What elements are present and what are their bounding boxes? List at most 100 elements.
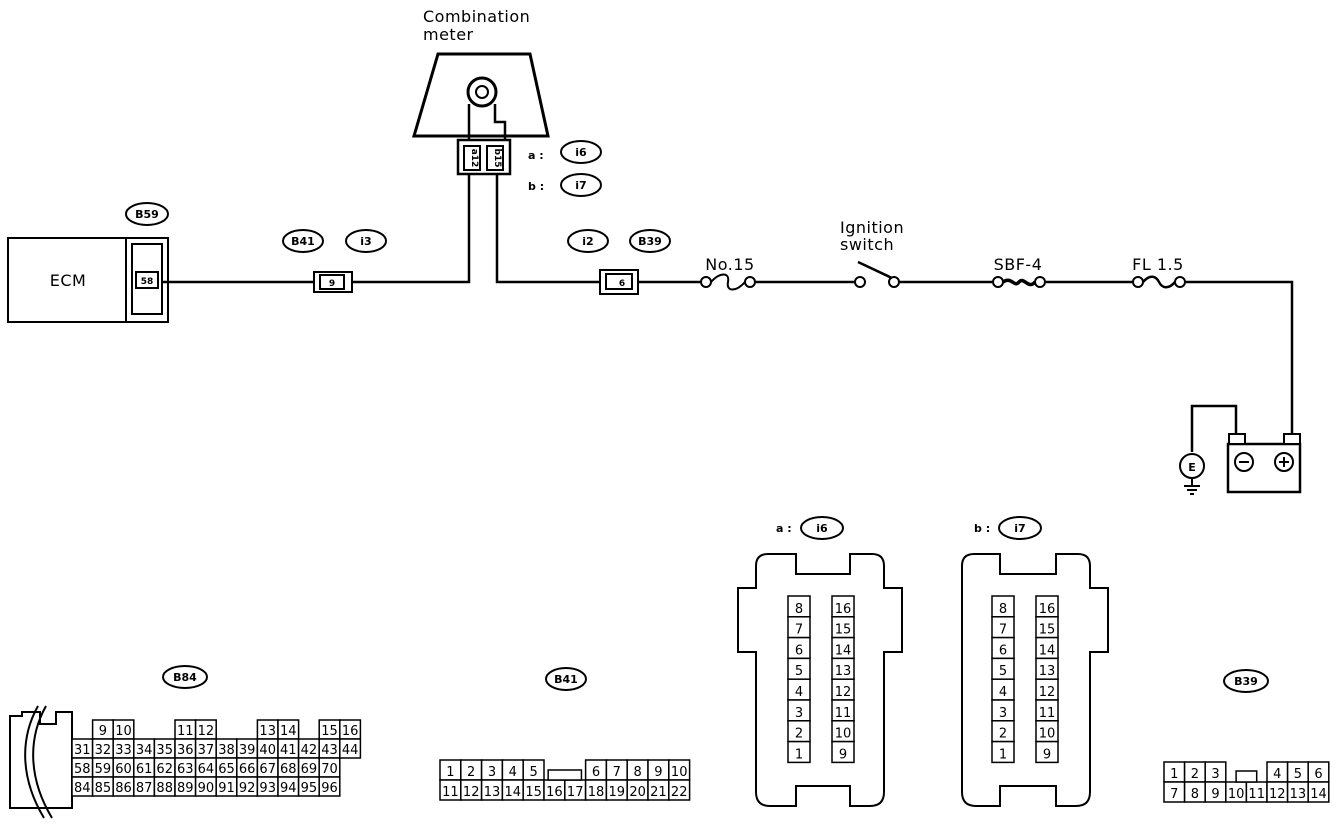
fuse-sbf4: SBF-4 [992,255,1046,288]
b84-pin-label: 65 [218,762,235,777]
i7-pin-label: 14 [1039,643,1056,658]
i6-pin-label: 10 [835,727,852,742]
i7-pin-label: 10 [1039,727,1056,742]
b39-pin-label: 11 [1248,787,1265,802]
b41-pin-label: 22 [671,785,688,800]
i6-pin-label: 11 [835,706,852,721]
junction-i2-b39: 6 i2 B39 [567,229,671,295]
b84-pin-label: 33 [115,743,132,758]
b41-pin-label: 9 [654,765,662,780]
i6-pin-label: 3 [795,706,803,721]
b84-pin-label: 43 [321,743,338,758]
b84-pin-label: 64 [198,762,215,777]
i7-pin-label: 15 [1039,623,1056,638]
i7-pin-label: 11 [1039,706,1056,721]
b39-pin-label: 9 [1211,787,1219,802]
b39-pin-label: 14 [1310,787,1327,802]
b84-pin-label: 35 [156,743,173,758]
meter-connector-b-tag: i7 [575,179,586,192]
battery [1226,433,1302,494]
b84-pin-label: 63 [177,762,194,777]
ground-label: E [1188,461,1196,474]
connector-face-i7-tag: i7 [1014,522,1025,535]
b39-pin-label: 2 [1191,767,1199,782]
b84-pin-label: 58 [74,762,91,777]
b41-pin-label: 1 [446,765,454,780]
b84-pin-label: 87 [136,781,153,796]
i7-pin-label: 2 [999,727,1007,742]
meter-pin-b15: b15 [492,149,502,168]
b84-pin-label: 66 [239,762,256,777]
b41-key [547,769,583,781]
meter-connector-b-letter: b : [528,180,544,193]
connector-tag-b39: B39 [638,235,662,248]
b84-pin-label: 85 [95,781,112,796]
b39-pin-label: 3 [1211,767,1219,782]
i6-pin-label: 6 [795,643,803,658]
b84-pin-label: 67 [259,762,276,777]
i7-pin-label: 1 [999,747,1007,762]
b41-pin-label: 12 [463,785,480,800]
connector-tag-i3: i3 [360,235,371,248]
junction-b41-i3-pin: 9 [329,279,335,289]
b84-pin-label: 31 [74,743,91,758]
i7-pin-label: 16 [1039,602,1056,617]
fuse-fl15-label: FL 1.5 [1132,255,1184,274]
fuse-fl15: FL 1.5 [1132,255,1186,289]
b39-pin-label: 6 [1314,767,1322,782]
battery-negative-icon [1234,452,1254,472]
b84-pin-label: 12 [198,724,215,739]
b84-pin-label: 94 [280,781,297,796]
meter-connector-tags: a : i6 b : i7 [528,140,602,197]
i6-cell [787,740,811,764]
b84-pin-label: 16 [342,724,359,739]
i7-pin-label: 3 [999,706,1007,721]
b84-pin-label: 59 [95,762,112,777]
connector-face-i6-tag: i6 [816,522,828,535]
b84-pin-label: 42 [301,743,318,758]
i7-cell [1035,740,1059,764]
i6-pin-label: 4 [795,685,803,700]
connector-face-b41-tag: B41 [554,673,578,686]
ecm-pin-58: 58 [141,277,154,287]
b84-cell [339,738,362,759]
b84-pin-label: 93 [259,781,276,796]
b41-pin-label: 8 [633,765,641,780]
b41-pin-label: 14 [505,785,522,800]
i6-pin-label: 2 [795,727,803,742]
battery-positive-icon [1274,452,1294,472]
b41-pin-label: 17 [567,785,584,800]
connector-face-b39-tag: B39 [1234,675,1258,688]
fuse-no15-label: No.15 [705,255,754,274]
b41-pin-label: 3 [488,765,496,780]
fuse-no15: No.15 [700,255,756,291]
b84-pin-label: 68 [280,762,297,777]
b41-pin-label: 15 [525,785,542,800]
connector-tag-i2: i2 [582,235,593,248]
i6-pin-label: 16 [835,602,852,617]
b84-pin-label: 37 [198,743,215,758]
i7-pin-label: 7 [999,623,1007,638]
connector-face-b84-tag: B84 [173,671,197,684]
b39-pin-label: 1 [1170,767,1178,782]
i6-pin-label: 14 [835,643,852,658]
connector-face-i7-letter: b : [974,522,990,535]
b39-key [1235,770,1258,783]
ecm: 58 ECM B59 [7,202,169,323]
b84-pin-label: 39 [239,743,256,758]
b39-pin-label: 4 [1273,767,1281,782]
b39-pin-label: 7 [1170,787,1178,802]
junction-b41-i3: 9 B41 i3 [282,229,387,293]
b84-pin-label: 41 [280,743,297,758]
meter-connector-a-letter: a : [528,149,544,162]
b84-pin-label: 88 [156,781,173,796]
ecm-label: ECM [50,271,87,290]
i7-pin-label: 6 [999,643,1007,658]
b41-cell [668,779,691,801]
b41-pin-label: 18 [588,785,605,800]
b84-pin-label: 95 [301,781,318,796]
